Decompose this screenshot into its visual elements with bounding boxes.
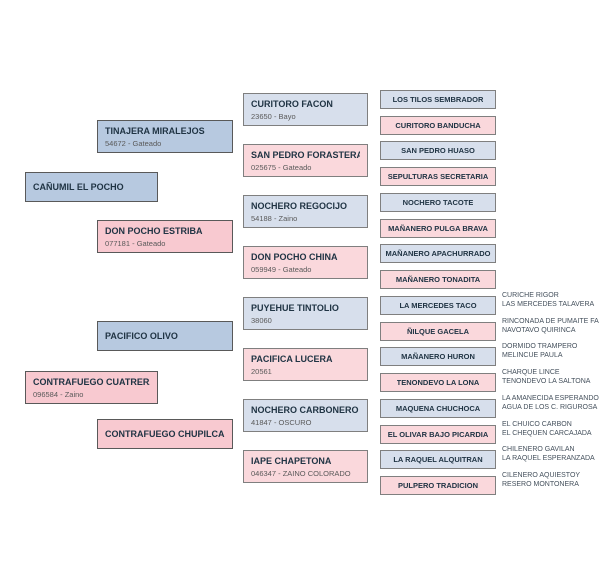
horse-name: DON POCHO ESTRIBA	[105, 225, 203, 236]
horse-name-text: AGUA DE LOS C. RIGUROSA	[502, 404, 598, 411]
pedigree-text-pair-7: CHILENERO GAVILAN LA RAQUEL ESPERANZADA	[502, 445, 608, 463]
pedigree-box-gen3-7[interactable]: NOCHERO CARBONERO 41847 - OSCURO	[243, 399, 368, 432]
horse-registration: 41847 - OSCURO	[251, 417, 312, 427]
horse-name: SAN PEDRO HUASO	[401, 146, 475, 155]
horse-name: TINAJERA MIRALEJOS	[105, 125, 205, 136]
horse-name-text: LA RAQUEL ESPERANZADA	[502, 455, 595, 462]
horse-name: CAÑUMIL EL POCHO	[33, 181, 124, 192]
horse-name: NOCHERO CARBONERO	[251, 404, 359, 415]
pedigree-text-pair-8: CILENERO AQUIESTOY RESERO MONTONERA	[502, 471, 608, 489]
pedigree-box-gen4-9[interactable]: LA MERCEDES TACO	[380, 296, 496, 315]
horse-name: IAPE CHAPETONA	[251, 455, 332, 466]
horse-registration: 54188 - Zaino	[251, 213, 298, 223]
pedigree-box-gen4-3[interactable]: SAN PEDRO HUASO	[380, 141, 496, 160]
horse-name: CONTRAFUEGO CHUPILCA	[105, 428, 225, 439]
horse-name-text: CHARQUE LINCE	[502, 369, 560, 376]
horse-name-text: DORMIDO TRAMPERO	[502, 343, 578, 350]
horse-name: CURITORO BANDUCHA	[395, 121, 481, 130]
horse-name-text: CURICHE RIGOR	[502, 292, 559, 299]
horse-name: EL OLIVAR BAJO PICARDIA	[387, 430, 489, 439]
horse-name: PUYEHUE TINTOLIO	[251, 302, 339, 313]
pedigree-box-gen4-14[interactable]: EL OLIVAR BAJO PICARDIA	[380, 425, 496, 444]
pedigree-box-gen4-12[interactable]: TENONDEVO LA LONA	[380, 373, 496, 392]
pedigree-box-gen4-1[interactable]: LOS TILOS SEMBRADOR	[380, 90, 496, 109]
pedigree-box-gen4-8[interactable]: MAÑANERO TONADITA	[380, 270, 496, 289]
pedigree-text-pair-4: CHARQUE LINCE TENONDEVO LA SALTONA	[502, 368, 608, 386]
horse-name-text: LA AMANECIDA ESPERANDO	[502, 395, 599, 402]
pedigree-box-gen3-8[interactable]: IAPE CHAPETONA 046347 - ZAINO COLORADO	[243, 450, 368, 483]
horse-registration: 046347 - ZAINO COLORADO	[251, 468, 351, 478]
pedigree-box-gen2-1[interactable]: TINAJERA MIRALEJOS 54672 - Gateado	[97, 120, 233, 153]
horse-name-text: EL CHEQUEN CARCAJADA	[502, 430, 592, 437]
horse-registration: 096584 - Zaino	[33, 389, 84, 399]
horse-name-text: EL CHUICO CARBON	[502, 421, 572, 428]
horse-name: MAÑANERO PULGA BRAVA	[388, 224, 488, 233]
horse-name: CURITORO FACON	[251, 98, 333, 109]
pedigree-text-pair-1: CURICHE RIGOR LAS MERCEDES TALAVERA	[502, 291, 608, 309]
pedigree-box-gen4-16[interactable]: PULPERO TRADICION	[380, 476, 496, 495]
pedigree-text-pair-5: LA AMANECIDA ESPERANDO AGUA DE LOS C. RIG…	[502, 394, 608, 412]
pedigree-box-gen1-1[interactable]: CAÑUMIL EL POCHO	[25, 172, 158, 202]
pedigree-box-gen3-2[interactable]: SAN PEDRO FORASTERA 025675 - Gateado	[243, 144, 368, 177]
pedigree-box-gen2-4[interactable]: CONTRAFUEGO CHUPILCA	[97, 419, 233, 449]
pedigree-box-gen3-4[interactable]: DON POCHO CHINA 059949 - Gateado	[243, 246, 368, 279]
horse-name: DON POCHO CHINA	[251, 251, 338, 262]
horse-name: CONTRAFUEGO CUATRERA	[33, 376, 150, 387]
horse-name: PULPERO TRADICION	[397, 481, 478, 490]
pedigree-box-gen4-13[interactable]: MAQUENA CHUCHOCA	[380, 399, 496, 418]
pedigree-box-gen4-6[interactable]: MAÑANERO PULGA BRAVA	[380, 219, 496, 238]
horse-name-text: TENONDEVO LA SALTONA	[502, 378, 591, 385]
horse-name: MAÑANERO TONADITA	[395, 275, 481, 284]
pedigree-box-gen4-4[interactable]: SEPULTURAS SECRETARIA	[380, 167, 496, 186]
pedigree-box-gen4-5[interactable]: NOCHERO TACOTE	[380, 193, 496, 212]
horse-registration: 059949 - Gateado	[251, 264, 312, 274]
horse-name: TENONDEVO LA LONA	[396, 378, 480, 387]
pedigree-box-gen2-3[interactable]: PACIFICO OLIVO	[97, 321, 233, 351]
horse-registration: 025675 - Gateado	[251, 162, 312, 172]
horse-registration: 077181 - Gateado	[105, 238, 166, 248]
pedigree-box-gen3-6[interactable]: PACIFICA LUCERA 20561	[243, 348, 368, 381]
horse-name: MAQUENA CHUCHOCA	[395, 404, 481, 413]
horse-name-text: LAS MERCEDES TALAVERA	[502, 301, 595, 308]
pedigree-box-gen4-10[interactable]: ÑILQUE GACELA	[380, 322, 496, 341]
pedigree-box-gen3-3[interactable]: NOCHERO REGOCIJO 54188 - Zaino	[243, 195, 368, 228]
pedigree-box-gen4-11[interactable]: MAÑANERO HURON	[380, 347, 496, 366]
horse-name-text: CHILENERO GAVILAN	[502, 446, 575, 453]
pedigree-box-gen4-2[interactable]: CURITORO BANDUCHA	[380, 116, 496, 135]
pedigree-box-gen4-15[interactable]: LA RAQUEL ALQUITRAN	[380, 450, 496, 469]
horse-name: SEPULTURAS SECRETARIA	[387, 172, 489, 181]
pedigree-box-gen2-2[interactable]: DON POCHO ESTRIBA 077181 - Gateado	[97, 220, 233, 253]
horse-name-text: MELINCUE PAULA	[502, 352, 563, 359]
horse-registration: 54672 - Gateado	[105, 138, 162, 148]
horse-name: MAÑANERO HURON	[401, 352, 475, 361]
horse-name: LA MERCEDES TACO	[399, 301, 477, 310]
horse-name: SAN PEDRO FORASTERA	[251, 149, 360, 160]
horse-name-text: CILENERO AQUIESTOY	[502, 472, 581, 479]
horse-name: NOCHERO TACOTE	[402, 198, 474, 207]
horse-name: NOCHERO REGOCIJO	[251, 200, 348, 211]
horse-name: MAÑANERO APACHURRADO	[385, 249, 491, 258]
pedigree-box-gen4-7[interactable]: MAÑANERO APACHURRADO	[380, 244, 496, 263]
horse-name-text: NAVOTAVO QUIRINCA	[502, 327, 576, 334]
horse-registration: 23650 - Bayo	[251, 111, 296, 121]
pedigree-box-gen3-5[interactable]: PUYEHUE TINTOLIO 38060	[243, 297, 368, 330]
pedigree-text-pair-6: EL CHUICO CARBON EL CHEQUEN CARCAJADA	[502, 420, 608, 438]
horse-name-text: RINCONADA DE PUMAITE FA	[502, 318, 599, 325]
horse-registration: 20561	[251, 366, 272, 376]
horse-name: LA RAQUEL ALQUITRAN	[393, 455, 483, 464]
horse-name: PACIFICO OLIVO	[105, 330, 178, 341]
pedigree-box-gen1-2[interactable]: CONTRAFUEGO CUATRERA 096584 - Zaino	[25, 371, 158, 404]
horse-registration: 38060	[251, 315, 272, 325]
pedigree-box-gen3-1[interactable]: CURITORO FACON 23650 - Bayo	[243, 93, 368, 126]
horse-name-text: RESERO MONTONERA	[502, 481, 579, 488]
pedigree-text-pair-3: DORMIDO TRAMPERO MELINCUE PAULA	[502, 342, 608, 360]
horse-name: PACIFICA LUCERA	[251, 353, 333, 364]
horse-name: ÑILQUE GACELA	[406, 327, 470, 336]
pedigree-text-pair-2: RINCONADA DE PUMAITE FA NAVOTAVO QUIRINCA	[502, 317, 608, 335]
horse-name: LOS TILOS SEMBRADOR	[392, 95, 484, 104]
